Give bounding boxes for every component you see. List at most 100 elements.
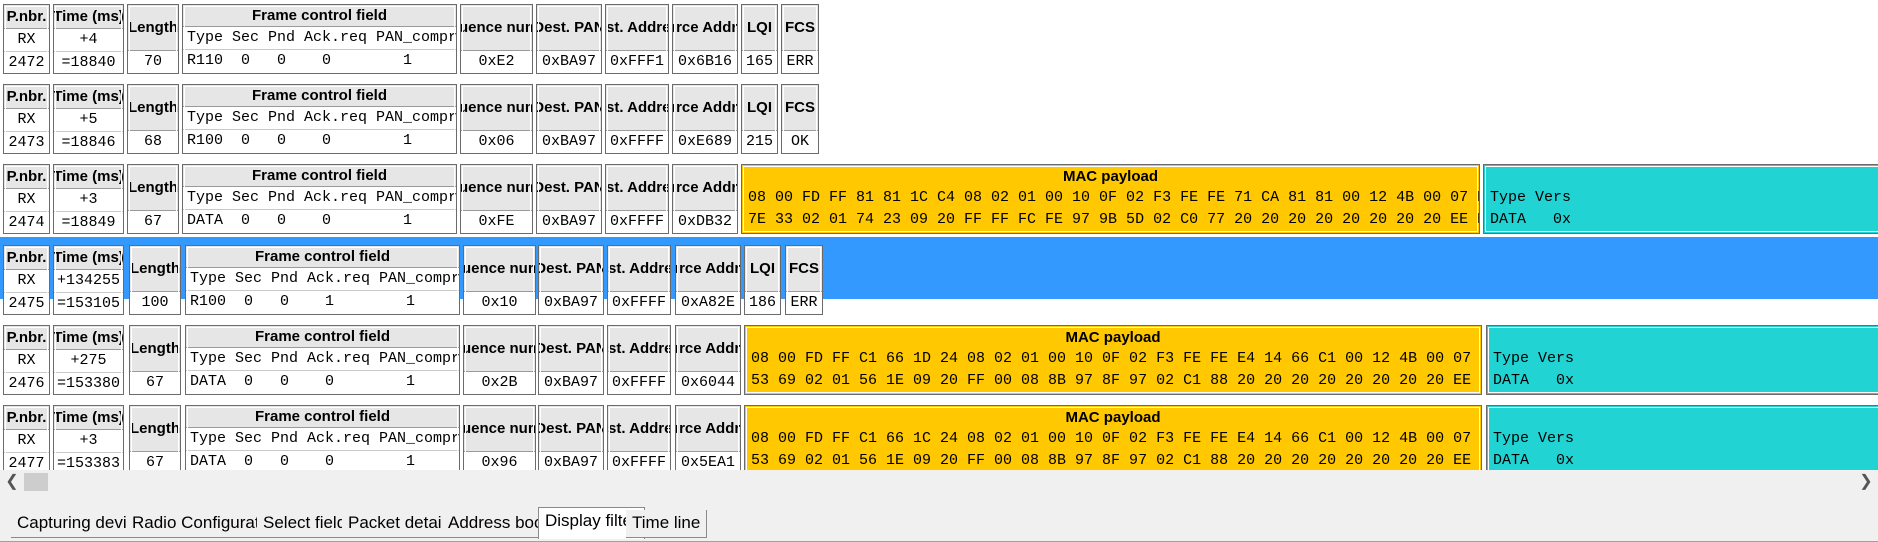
- lqi-header: LQI: [742, 85, 777, 131]
- lqi-cell: LQI 165: [741, 4, 778, 74]
- dest-pan-value: 0xBA97: [543, 374, 598, 391]
- packet-number-header: P.nbr.: [4, 246, 49, 270]
- sequence-number-cell: Sequence number0x2B: [463, 325, 536, 395]
- mac-payload-line-1: 08 00 FD FF 81 81 1C C4 08 02 01 00 10 0…: [748, 189, 1480, 206]
- time-absolute-value: =153383: [56, 455, 120, 470]
- sequence-number-header: Sequence number: [464, 406, 535, 452]
- time-cell: Time (ms)+275=153380: [53, 325, 124, 395]
- time-cell: Time (ms)+3 =18849: [53, 164, 124, 234]
- horizontal-scrollbar[interactable]: ❮ ❯: [0, 470, 1878, 494]
- mac-payload-line-2: 7E 33 02 01 74 23 09 20 FF FF FC FE 97 9…: [748, 211, 1480, 228]
- source-address-header: Source Address: [676, 326, 740, 372]
- time-delta-value: +3: [54, 430, 123, 453]
- dest-address-header: Dest. Address: [608, 246, 670, 292]
- frame-control-header: Frame control field: [183, 85, 456, 107]
- dest-address-cell: Dest. Address0xFFFF: [607, 325, 671, 395]
- chevron-left-icon[interactable]: ❮: [5, 473, 19, 490]
- frame-control-values: R100 0 0 0 1: [187, 132, 413, 149]
- sequence-number-cell: Sequence number 0x96: [463, 405, 536, 470]
- packet-number-header: P.nbr.: [4, 85, 49, 109]
- dest-address-cell: Dest. Address0xFFFF: [607, 245, 671, 315]
- source-address-value: 0xA82E: [680, 294, 735, 311]
- dest-address-value: 0xFFF1: [609, 53, 664, 70]
- frame-control-labels: Type Sec Pnd Ack.req PAN_compr: [183, 107, 456, 130]
- fcs-value: OK: [790, 133, 809, 150]
- source-address-cell: Source Address0x6B16: [672, 4, 738, 74]
- tab-packet-details[interactable]: Packet details: [342, 510, 461, 538]
- direction-value: RX: [4, 350, 49, 373]
- lqi-value: 165: [745, 53, 773, 70]
- direction-value: RX: [4, 270, 49, 293]
- mac-payload-line-2: 53 69 02 01 56 1E 09 20 FF 00 08 8B 97 8…: [751, 372, 1482, 389]
- source-address-cell: Source Address0xE689: [672, 84, 738, 154]
- time-absolute-value: =18849: [61, 214, 116, 231]
- tab-time-line[interactable]: Time line: [626, 510, 708, 538]
- source-address-value: 0x6044: [680, 374, 735, 391]
- time-header: Time (ms): [54, 165, 123, 189]
- sequence-number-value: 0x06: [478, 133, 515, 150]
- frame-control-header: Frame control field: [186, 246, 459, 268]
- source-address-cell: Source Address0xDB32: [672, 164, 738, 234]
- sequence-number-value: 0xE2: [478, 53, 515, 70]
- lqi-value: 186: [748, 294, 776, 311]
- dest-address-cell: Dest. Address0xFFFF: [607, 405, 671, 470]
- dest-pan-value: 0xBA97: [541, 213, 596, 230]
- lqi-header: LQI: [742, 5, 777, 51]
- scrollbar-thumb[interactable]: [24, 473, 48, 491]
- time-header: Time (ms): [54, 406, 123, 430]
- source-address-header: Source Address: [676, 406, 740, 452]
- length-header: Length: [128, 5, 178, 51]
- sequence-number-cell: Sequence number0x06: [460, 84, 533, 154]
- sequence-number-value: 0x10: [481, 294, 518, 311]
- direction-value: RX: [4, 29, 49, 52]
- sequence-number-header: Sequence number: [461, 5, 532, 51]
- time-delta-value: +3: [54, 189, 123, 212]
- next-layer-labels: Type Vers: [1493, 350, 1575, 367]
- length-header: Length: [128, 165, 178, 211]
- sequence-number-cell: Sequence number 0x10: [463, 245, 536, 315]
- time-header: Time (ms): [54, 5, 123, 29]
- dest-address-cell: Dest. Address0xFFF1: [605, 4, 669, 74]
- frame-control-header: Frame control field: [183, 5, 456, 27]
- time-header: Time (ms): [54, 246, 123, 270]
- length-value: 68: [143, 133, 162, 150]
- time-absolute-value: =153105: [56, 295, 120, 312]
- dest-pan-value: 0xBA97: [541, 53, 596, 70]
- next-layer-values: DATA 0x: [1493, 372, 1575, 389]
- direction-value: RX: [4, 430, 49, 453]
- chevron-right-icon[interactable]: ❯: [1859, 473, 1873, 490]
- mac-payload-header: MAC payload: [745, 326, 1481, 348]
- sequence-number-value: 0x96: [481, 454, 518, 470]
- next-layer-labels: Type Vers: [1493, 430, 1575, 447]
- frame-control-values: DATA 0 0 0 1: [190, 373, 416, 390]
- frame-control-values: R110 0 0 0 1: [187, 52, 413, 69]
- sequence-number-header: Sequence number: [464, 246, 535, 292]
- fcs-header: FCS: [786, 246, 822, 292]
- packet-number-value: 2472: [8, 54, 45, 71]
- dest-pan-header: Dest. PAN: [537, 85, 601, 131]
- packet-number-value: 2476: [8, 375, 45, 392]
- time-delta-value: +5: [54, 109, 123, 132]
- dest-address-header: Dest. Address: [608, 406, 670, 452]
